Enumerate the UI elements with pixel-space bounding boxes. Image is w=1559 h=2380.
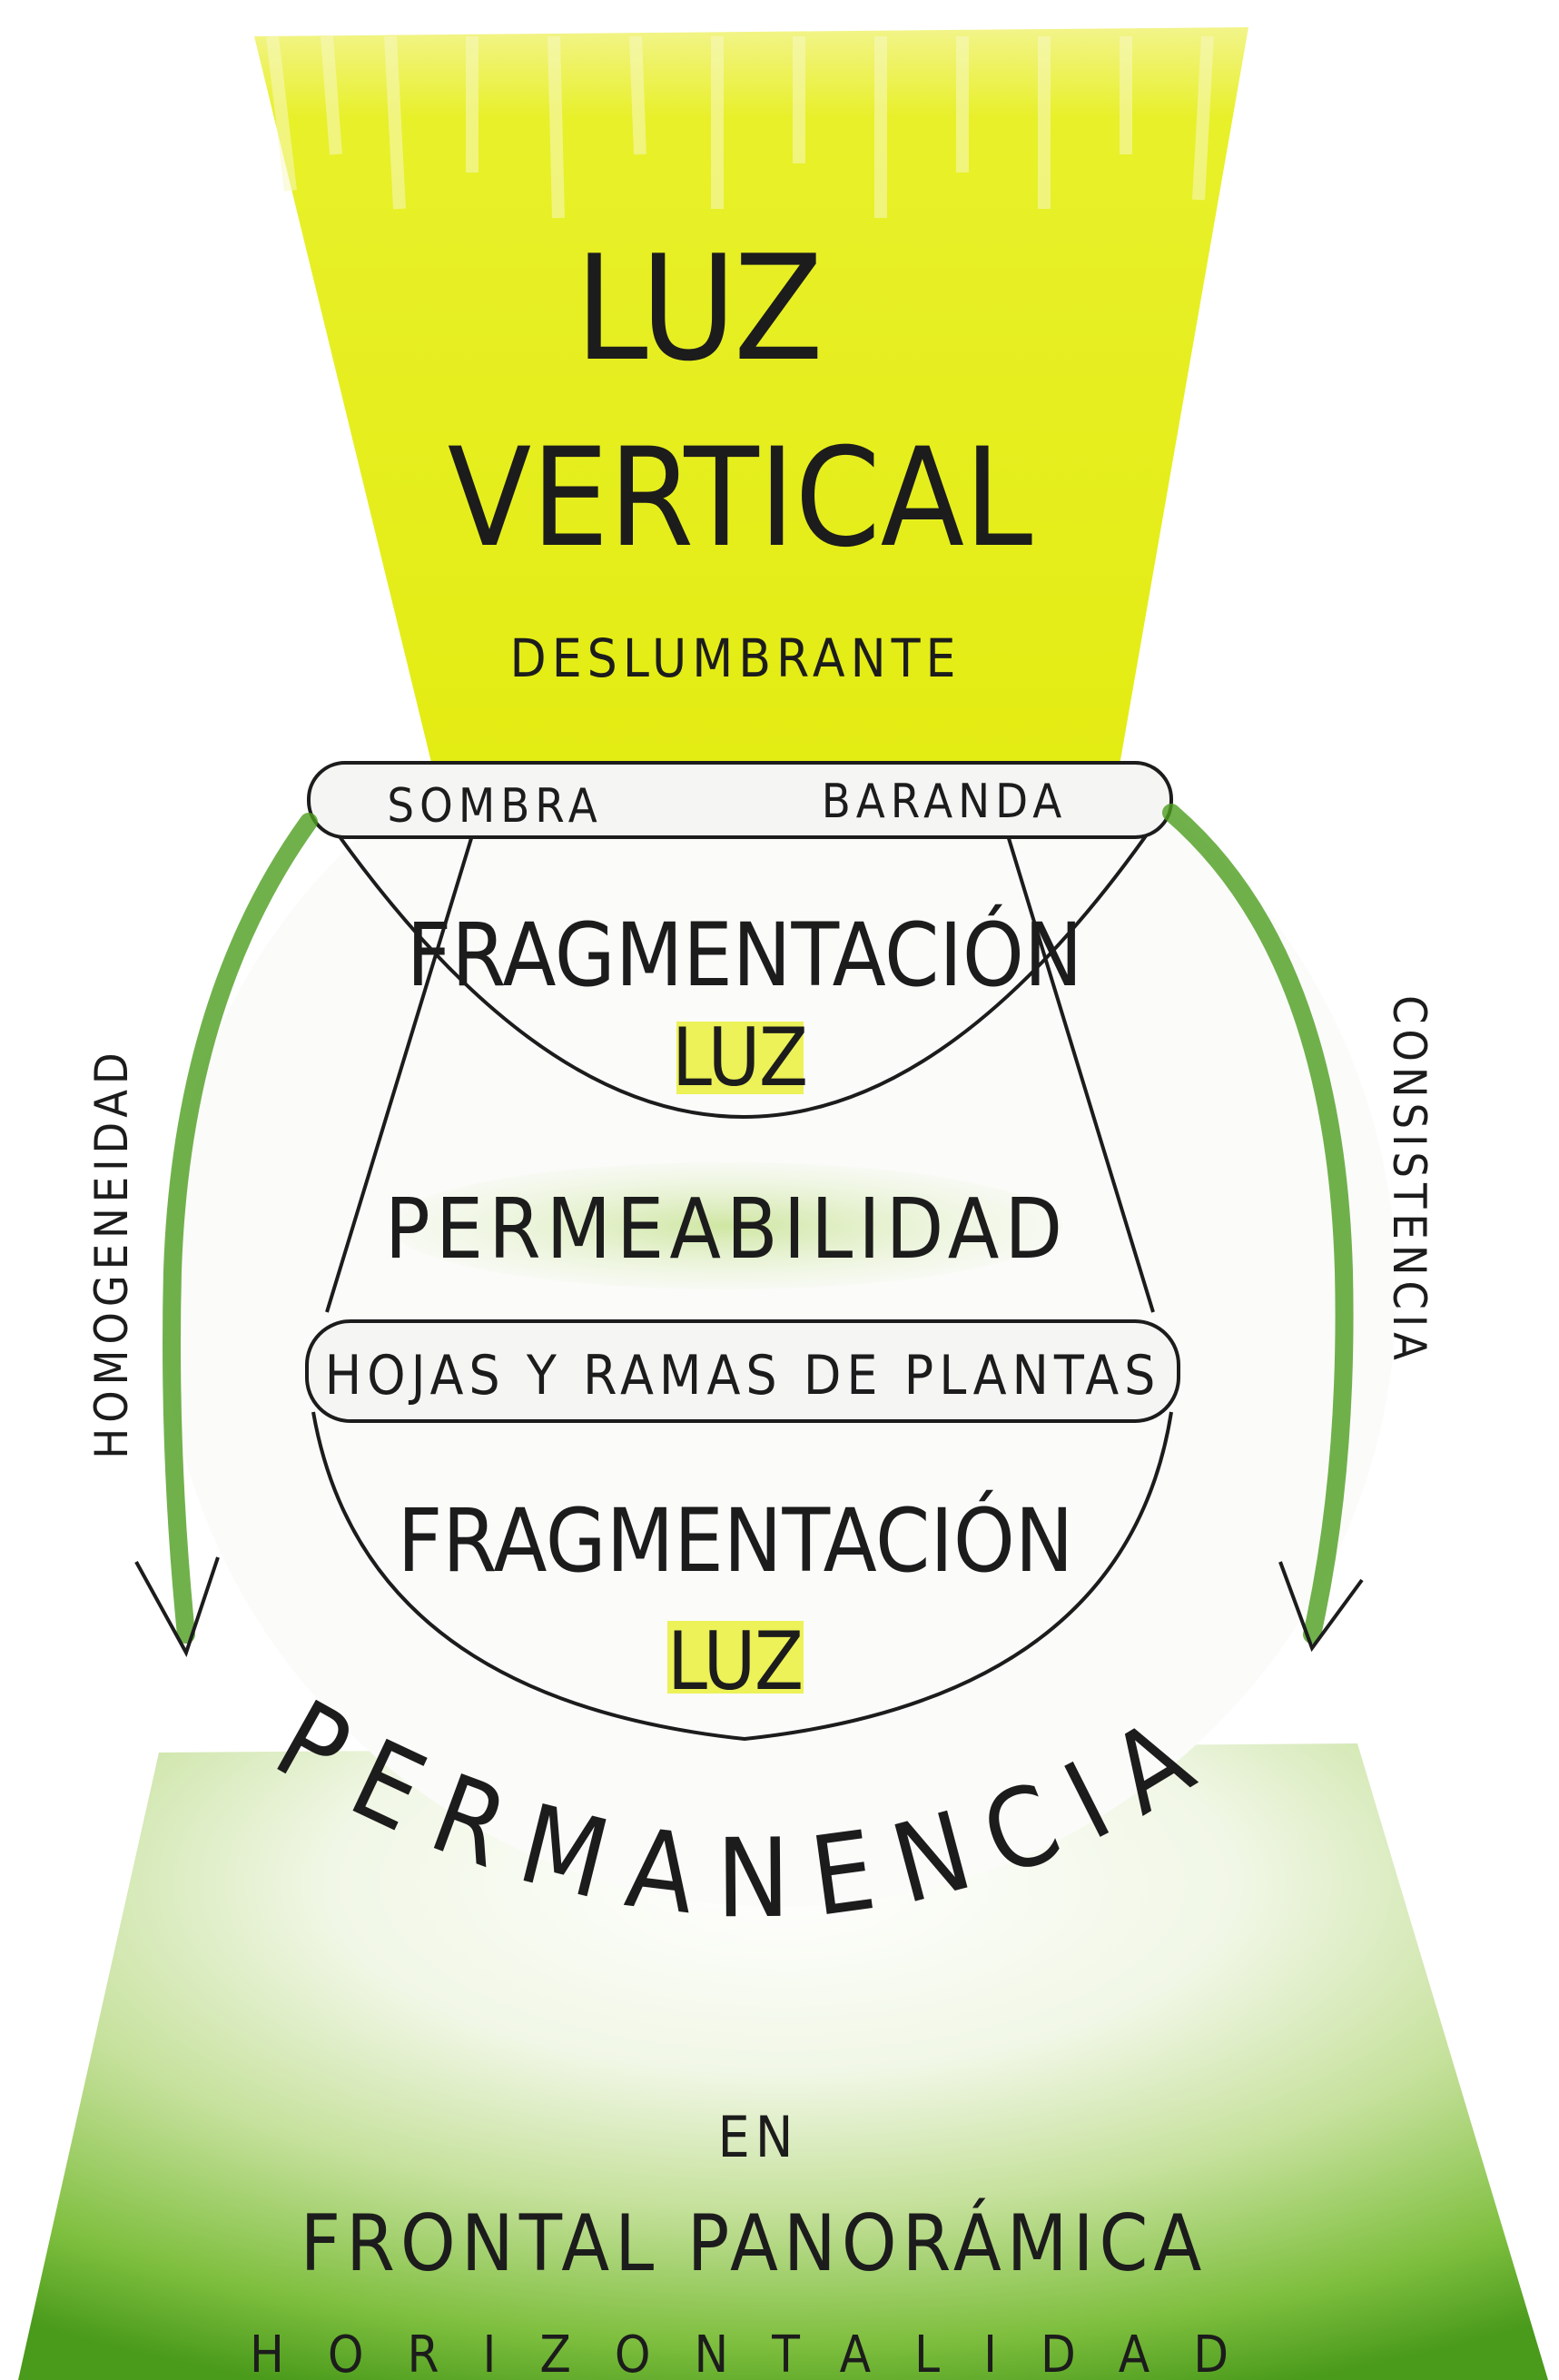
- left-arrow-shaft: [163, 813, 318, 1644]
- right-arrow-head: [1278, 1561, 1364, 1653]
- lower-luz-highlight: [667, 1621, 804, 1694]
- title-luz: LUZ: [575, 223, 823, 393]
- bottom-en-label: EN: [718, 2104, 799, 2170]
- middle-band-label: HOJAS Y RAMAS DE PLANTAS: [325, 1344, 1161, 1407]
- upper-bowl: [311, 797, 1173, 1119]
- left-arrow-head: [134, 1556, 220, 1657]
- lower-luz-label: LUZ: [667, 1615, 804, 1708]
- bottom-frontal-label: FRONTAL PANORÁMICA: [301, 2197, 1208, 2289]
- lower-fragmentation-label: FRAGMENTACIÓN: [398, 1489, 1074, 1592]
- permeability-label: PERMEABILIDAD: [385, 1180, 1068, 1278]
- band-label-sombra: SOMBRA: [387, 779, 602, 834]
- right-arrow-shaft: [1162, 804, 1354, 1644]
- yellow-brush-streaks: [266, 35, 1214, 219]
- subtitle-deslumbrante: DESLUMBRANTE: [510, 627, 962, 689]
- inner-trapezoid-outline: [325, 834, 1155, 1313]
- lower-bowl: [311, 1411, 1173, 1742]
- middle-band: [305, 1319, 1180, 1423]
- upper-luz-highlight: [676, 1022, 804, 1094]
- central-circle: [162, 672, 1396, 1907]
- band-label-baranda: BARANDA: [822, 775, 1068, 829]
- bottom-green-trapezoid: [18, 1743, 1548, 2380]
- bottom-footer-label: HORIZONTALIDAD: [250, 2326, 1272, 2380]
- upper-fragmentation-label: FRAGMENTACIÓN: [407, 904, 1083, 1006]
- top-band: [307, 761, 1173, 839]
- upper-luz-label: LUZ: [672, 1011, 808, 1104]
- permeability-highlight: [390, 1162, 1062, 1289]
- right-arrow-label: CONSISTENCIA: [1383, 995, 1436, 1366]
- title-vertical: VERTICAL: [448, 420, 1032, 578]
- left-arrow-label: HOMOGENEIDAD: [85, 1047, 138, 1458]
- top-yellow-trapezoid: [254, 27, 1248, 781]
